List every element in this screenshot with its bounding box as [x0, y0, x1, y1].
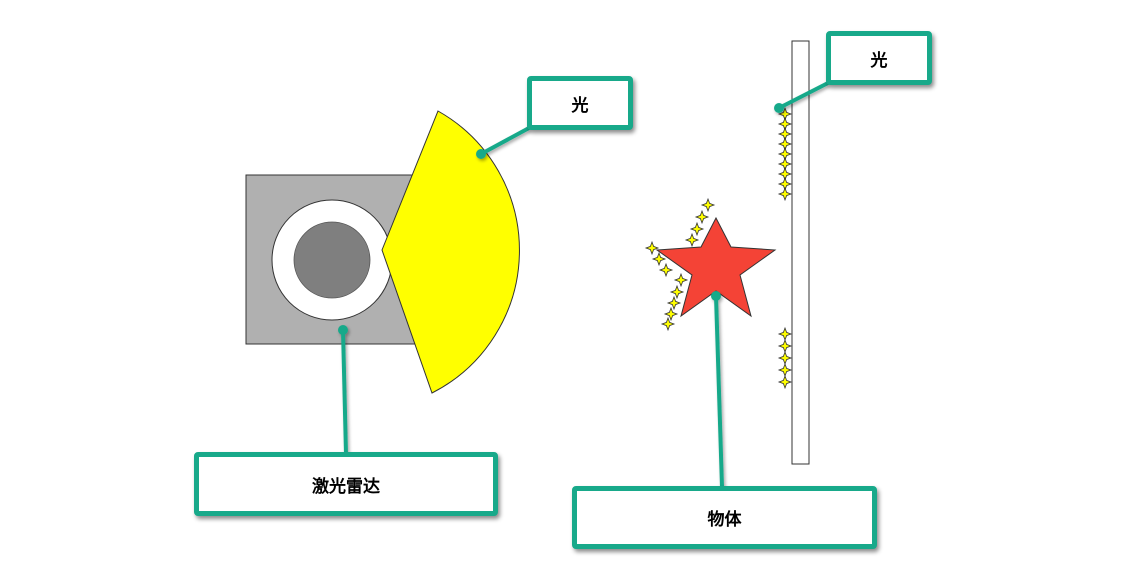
connector-dot-object [711, 291, 721, 301]
wall-sparkles-bottom [778, 327, 792, 389]
callout-object-label: 物体 [707, 510, 742, 530]
callout-connectors [338, 81, 829, 488]
callout-light-right-label: 光 [870, 50, 888, 71]
callout-light-right: 光 [826, 31, 932, 85]
wall-sparkles-top [778, 107, 792, 201]
connector-dot-lidar [338, 325, 348, 335]
lidar-lens [293, 221, 371, 299]
light-beam [381, 110, 520, 394]
callout-lidar-label: 激光雷达 [312, 476, 380, 497]
connector-dot-light-right [774, 103, 784, 113]
wall [791, 40, 810, 465]
callout-light-top-label: 光 [571, 95, 589, 116]
callout-light-top: 光 [527, 76, 633, 130]
connector-lidar [341, 329, 348, 455]
callout-object: 物体 [572, 486, 877, 549]
connector-light-right [778, 81, 829, 110]
callout-lidar: 激光雷达 [194, 452, 498, 516]
connector-dot-light-top [476, 149, 486, 159]
connector-light-top [480, 126, 530, 156]
connector-object [714, 295, 724, 488]
